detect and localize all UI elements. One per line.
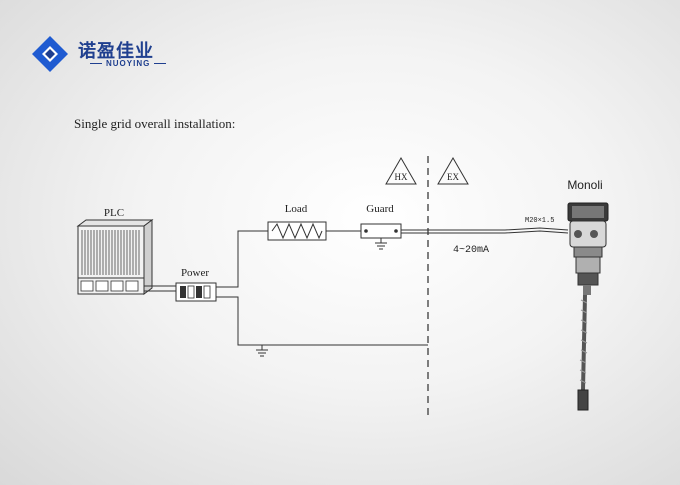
monoli-device: Monoli: [567, 178, 609, 411]
wire-device-entry-2: [504, 230, 569, 234]
hazard-right-label: EX: [447, 172, 459, 182]
plc-label: PLC: [104, 207, 124, 219]
loop-ground-icon: [256, 345, 268, 357]
logo-mark-icon: [32, 36, 68, 72]
power-supply: Power: [175, 267, 217, 302]
brand-name-cn: 诺盈佳业: [78, 41, 154, 62]
brand-logo: 诺盈佳业 NUOYING: [30, 34, 165, 74]
plc-unit: PLC: [76, 207, 154, 295]
device-label: Monoli: [567, 178, 602, 192]
guard-ground-icon: [375, 238, 387, 250]
power-label: Power: [181, 267, 209, 279]
guard-barrier: Guard: [360, 203, 402, 250]
wire-loop-bottom: [216, 296, 428, 346]
guard-label: Guard: [366, 203, 394, 215]
brand-name-en: NUOYING: [86, 59, 170, 68]
signal-label: 4~20mA: [453, 245, 489, 256]
load-resistor: Load: [267, 203, 327, 241]
thread-label: M20×1.5: [525, 217, 554, 225]
hazard-left-label: HX: [395, 172, 408, 182]
probe-cable: [581, 294, 587, 391]
hazard-marker-right: EX: [437, 156, 469, 185]
wire-loop-top: [216, 230, 268, 288]
page-title: Single grid overall installation:: [74, 116, 236, 131]
wire-device-entry: [504, 227, 569, 231]
hazard-marker-left: HX: [385, 156, 417, 185]
load-label: Load: [285, 203, 308, 215]
probe-weight: [577, 389, 589, 411]
